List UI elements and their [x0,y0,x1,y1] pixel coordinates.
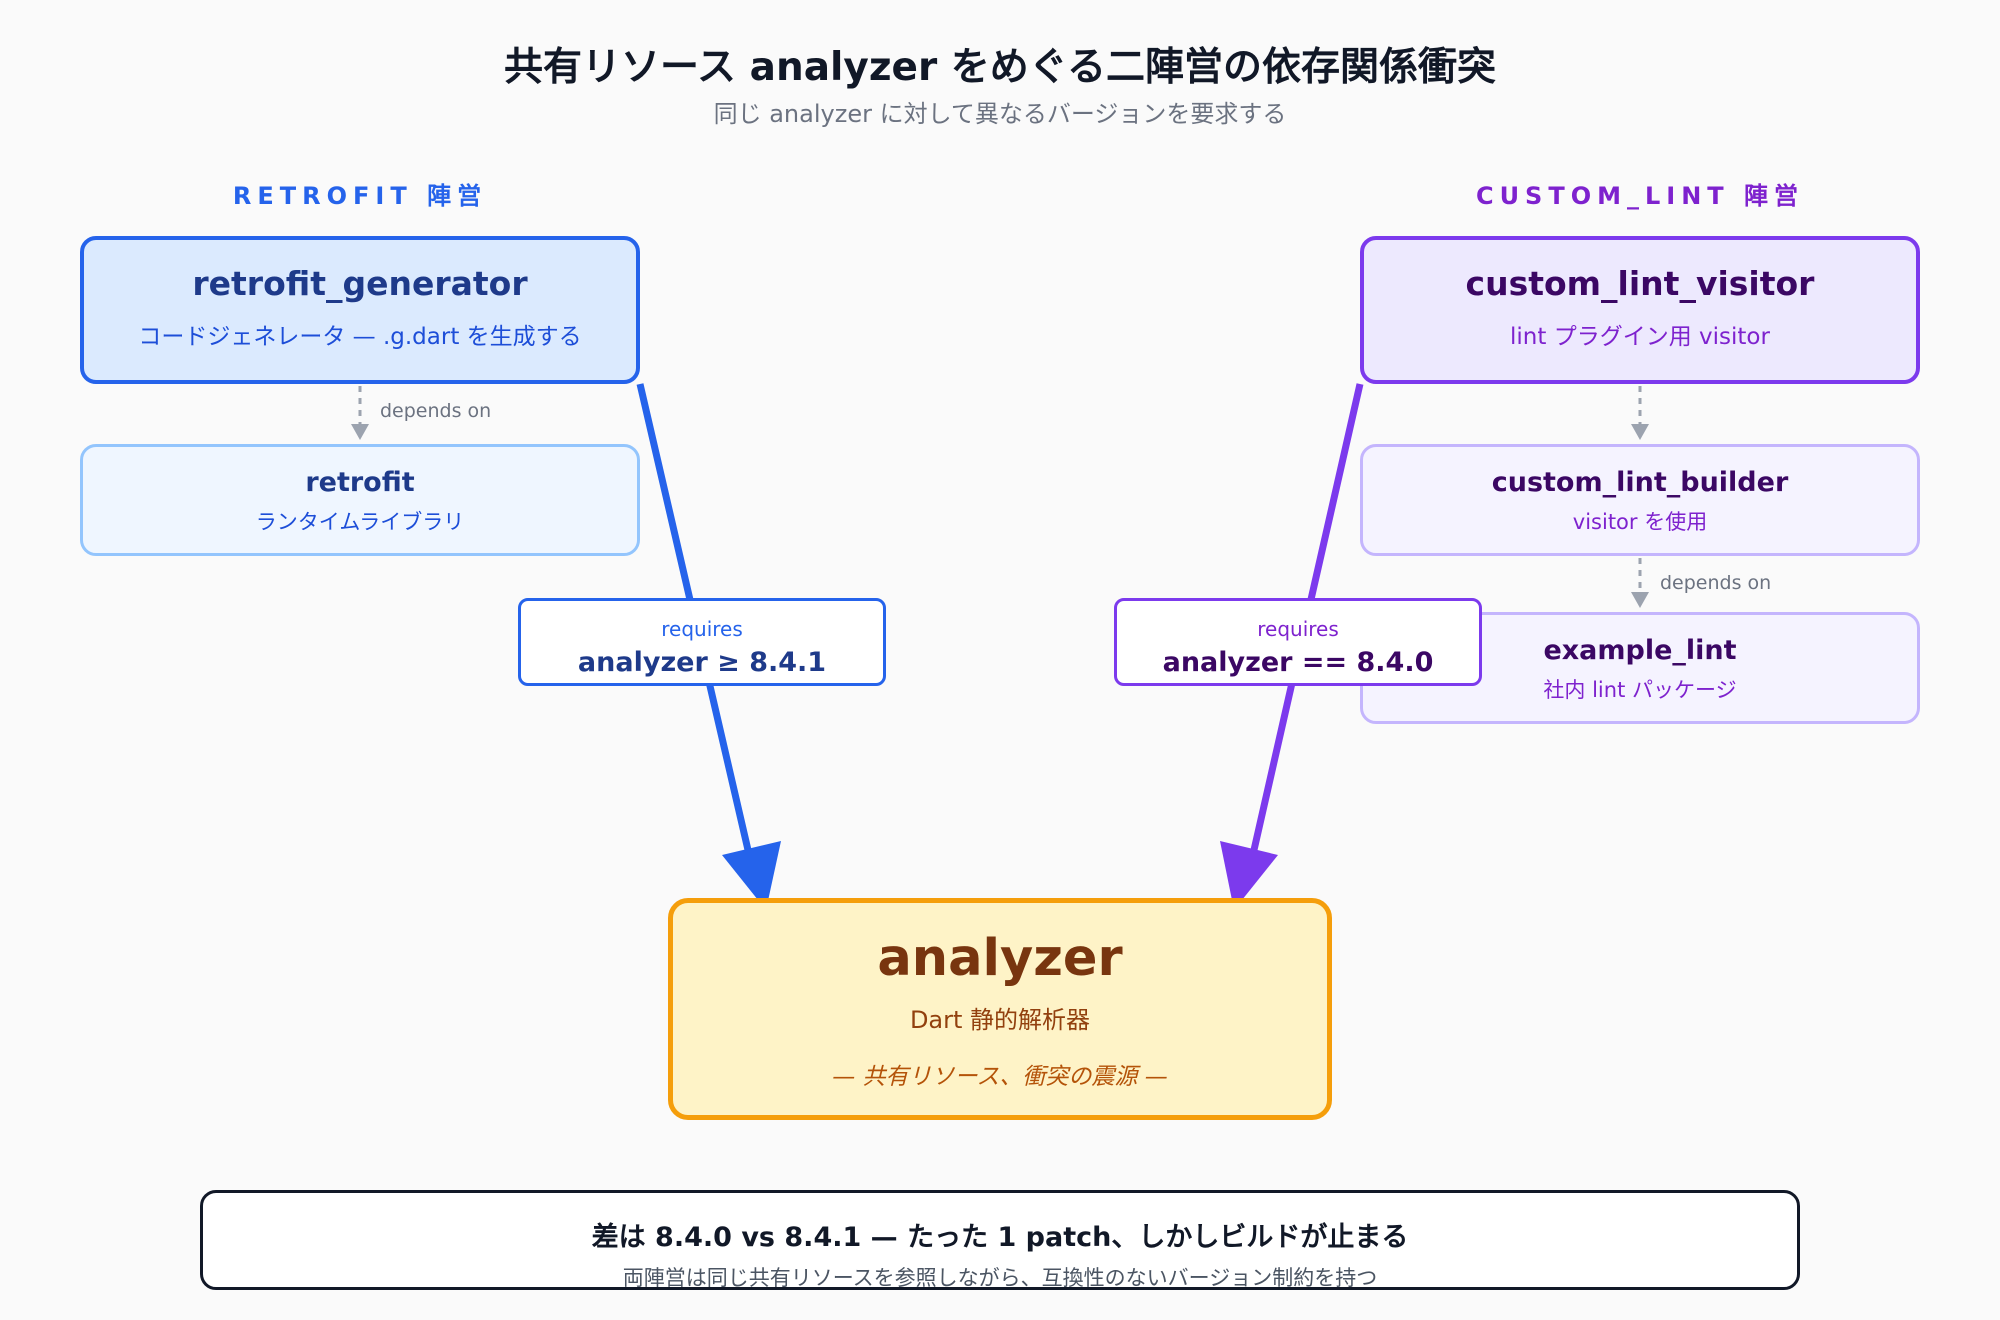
depends-arrowhead-visitor-builder [1631,424,1649,440]
node-retrofit: retrofit ランタイムライブラリ [80,444,640,556]
summary-headline: 差は 8.4.0 vs 8.4.1 — たった 1 patch、しかしビルドが止… [591,1222,1409,1253]
requirement-constraint: analyzer ≥ 8.4.1 [577,647,827,678]
diagram-subtitle: 同じ analyzer に対して異なるバージョンを要求する [713,100,1287,128]
depends-arrowhead-retrofit [351,424,369,440]
summary-detail: 両陣営は同じ共有リソースを参照しながら、互換性のないバージョン制約を持つ [622,1266,1378,1290]
node-name: analyzer [877,929,1123,988]
depends-label-retrofit: depends on [380,400,492,422]
camp-label-custom-lint: CUSTOM_LINT 陣営 [1475,182,1805,210]
node-name: retrofit_generator [192,264,528,303]
requirement-caption: requires [1257,617,1339,641]
summary-box: 差は 8.4.0 vs 8.4.1 — たった 1 patch、しかしビルドが止… [200,1190,1800,1290]
node-name: example_lint [1543,635,1737,666]
node-analyzer: analyzer Dart 静的解析器 — 共有リソース、衝突の震源 — [668,898,1332,1120]
requirement-constraint: analyzer == 8.4.0 [1162,647,1434,678]
node-description: lint プラグイン用 visitor [1510,324,1770,350]
node-description: ランタイムライブラリ [255,510,465,534]
depends-arrowhead-builder-example [1631,592,1649,608]
node-name: retrofit [305,467,415,498]
requirement-label-custom-lint: requires analyzer == 8.4.0 [1114,598,1482,686]
requirement-caption: requires [661,617,743,641]
node-description: 社内 lint パッケージ [1543,678,1737,702]
node-description: コードジェネレータ — .g.dart を生成する [138,324,582,350]
depends-label-custom-lint: depends on [1660,572,1772,594]
node-custom-lint-visitor: custom_lint_visitor lint プラグイン用 visitor [1360,236,1920,384]
node-name: custom_lint_builder [1491,467,1789,498]
requirement-label-retrofit: requires analyzer ≥ 8.4.1 [518,598,886,686]
node-name: custom_lint_visitor [1465,264,1815,303]
node-description: visitor を使用 [1572,510,1708,534]
node-note: — 共有リソース、衝突の震源 — [832,1064,1168,1090]
camp-label-retrofit: RETROFIT 陣営 [232,182,488,210]
node-custom-lint-builder: custom_lint_builder visitor を使用 [1360,444,1920,556]
node-description: Dart 静的解析器 [909,1006,1091,1034]
diagram-title: 共有リソース analyzer をめぐる二陣営の依存関係衝突 [504,45,1496,90]
node-retrofit-generator: retrofit_generator コードジェネレータ — .g.dart を… [80,236,640,384]
